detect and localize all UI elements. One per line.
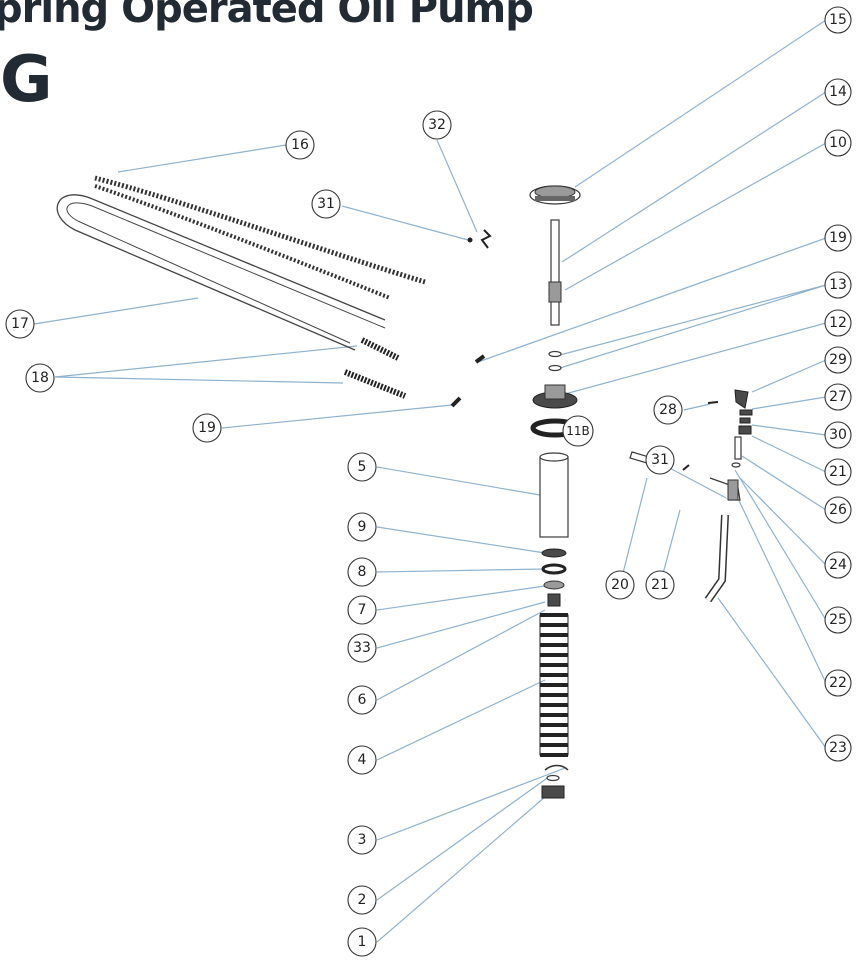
callout-20[interactable]: 20 [605, 570, 635, 600]
shaft-part [548, 219, 562, 326]
callout-label: 20 [611, 577, 629, 593]
section-letter: G [0, 43, 53, 117]
callout-11b[interactable]: 11B [562, 415, 594, 447]
callout-30[interactable]: 30 [824, 421, 852, 449]
bottom-parts [541, 764, 569, 799]
small-pin-part [682, 464, 690, 471]
callout-label: 21 [829, 464, 847, 480]
callout-label: 28 [659, 402, 677, 418]
callout-22[interactable]: 22 [824, 669, 852, 697]
callout-label: 15 [829, 12, 847, 28]
callout-24[interactable]: 24 [824, 551, 852, 579]
callout-28[interactable]: 28 [653, 395, 683, 425]
callout-label: 31 [651, 452, 669, 468]
callout-label: 18 [31, 370, 49, 386]
callout-12[interactable]: 12 [824, 309, 852, 337]
guide-rail-part [56, 194, 386, 351]
callout-label: 26 [829, 502, 847, 518]
callout-label: 12 [829, 315, 847, 331]
callout-19-top[interactable]: 19 [824, 224, 852, 252]
washer-part [548, 350, 562, 372]
callout-29[interactable]: 29 [824, 346, 852, 374]
callout-label: 1 [358, 934, 367, 950]
callout-18[interactable]: 18 [25, 363, 55, 393]
outlet-pipe-part [704, 477, 741, 603]
callout-label: 2 [358, 892, 367, 908]
callout-label: 13 [829, 277, 847, 293]
callout-2[interactable]: 2 [347, 885, 377, 915]
callout-13[interactable]: 13 [824, 271, 852, 299]
housing-part [532, 384, 578, 409]
leader-lines [33, 19, 827, 943]
callout-1[interactable]: 1 [347, 927, 377, 957]
callout-33[interactable]: 33 [347, 633, 377, 663]
callout-label: 23 [829, 740, 847, 756]
callout-label: 5 [358, 459, 367, 475]
callout-31-left[interactable]: 31 [311, 189, 341, 219]
callout-label: 33 [353, 640, 371, 656]
callout-5[interactable]: 5 [347, 452, 377, 482]
callout-label: 21 [651, 577, 669, 593]
callout-label: 10 [829, 135, 847, 151]
callout-label: 24 [829, 557, 847, 573]
callout-25[interactable]: 25 [824, 606, 852, 634]
small-springs-part [343, 337, 407, 399]
callout-label: 25 [829, 612, 847, 628]
callout-8[interactable]: 8 [347, 557, 377, 587]
callout-label: 14 [829, 84, 847, 100]
pin-part [450, 354, 486, 408]
callout-label: 32 [428, 117, 446, 133]
callout-23[interactable]: 23 [824, 734, 852, 762]
callout-6[interactable]: 6 [347, 685, 377, 715]
callout-label: 4 [358, 752, 367, 768]
callout-7[interactable]: 7 [347, 595, 377, 625]
callout-label: 27 [829, 389, 847, 405]
callout-label: 9 [358, 519, 367, 535]
callout-label: 7 [358, 602, 367, 618]
page-title: pring Operated Oil Pump [0, 0, 534, 32]
main-spring-part [539, 613, 569, 757]
callout-3[interactable]: 3 [347, 825, 377, 855]
callout-21-mid[interactable]: 21 [645, 570, 675, 600]
callout-label: 19 [198, 420, 216, 436]
callout-label: 19 [829, 230, 847, 246]
callout-10[interactable]: 10 [824, 129, 852, 157]
callout-32[interactable]: 32 [422, 110, 452, 140]
cylinder-part [539, 452, 569, 538]
callout-16[interactable]: 16 [285, 130, 315, 160]
callout-27[interactable]: 27 [824, 383, 852, 411]
callout-31-right[interactable]: 31 [645, 445, 675, 475]
callout-label: 31 [317, 196, 335, 212]
callout-label: 8 [358, 564, 367, 580]
callout-label: 29 [829, 352, 847, 368]
hook-part [467, 229, 492, 249]
stack-washers-part [541, 548, 567, 607]
callout-14[interactable]: 14 [824, 78, 852, 106]
callout-26[interactable]: 26 [824, 496, 852, 524]
callout-4[interactable]: 4 [347, 745, 377, 775]
callout-17[interactable]: 17 [5, 309, 35, 339]
callout-label: 6 [358, 692, 367, 708]
callout-label: 11B [566, 424, 590, 438]
top-cap-part [529, 185, 581, 205]
callout-15[interactable]: 15 [824, 6, 852, 34]
callout-label: 16 [291, 137, 309, 153]
callout-label: 22 [829, 675, 847, 691]
callout-label: 17 [11, 316, 29, 332]
callout-21-right[interactable]: 21 [824, 458, 852, 486]
valve-stack-part [707, 389, 753, 468]
chain-part [94, 175, 426, 300]
callout-19-left[interactable]: 19 [192, 413, 222, 443]
callout-9[interactable]: 9 [347, 512, 377, 542]
callout-label: 3 [358, 832, 367, 848]
callout-label: 30 [829, 427, 847, 443]
